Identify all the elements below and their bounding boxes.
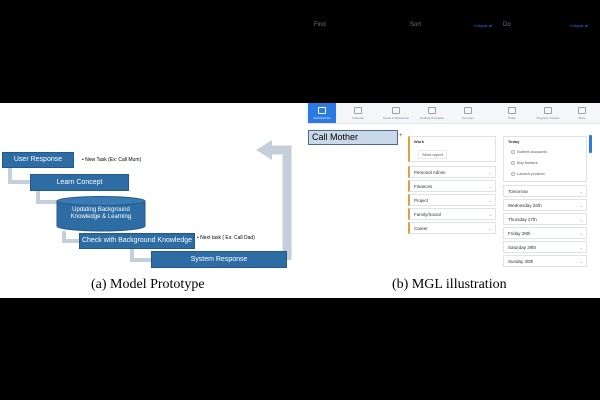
do-day-friday[interactable]: Friday 28th⌄ bbox=[503, 227, 587, 239]
sort-work-subitem[interactable]: Send report bbox=[418, 150, 447, 159]
nav-compare[interactable]: Compare bbox=[454, 103, 482, 123]
caption-right: (b) MGL illustration bbox=[392, 277, 507, 292]
nav-icon bbox=[318, 107, 326, 114]
updating-knowledge-cylinder bbox=[56, 196, 146, 232]
check-knowledge-box: Check with Background Knowledge bbox=[79, 233, 195, 249]
nav-calendar[interactable]: Calendar bbox=[344, 103, 372, 123]
nav-principles[interactable]: Guiding Principles bbox=[418, 103, 446, 123]
task-checkbox[interactable] bbox=[511, 161, 515, 165]
system-response-box: System Response bbox=[151, 251, 287, 268]
do-today-card[interactable] bbox=[503, 136, 587, 182]
learn-concept-box: Learn Concept bbox=[30, 174, 129, 191]
compare-icon bbox=[464, 107, 472, 114]
column-sort: Sort bbox=[410, 22, 422, 28]
sort-item-finances[interactable]: Finances⌄ bbox=[408, 180, 496, 192]
pulse-icon bbox=[508, 107, 516, 114]
task-checkbox[interactable] bbox=[511, 150, 515, 154]
principles-icon bbox=[428, 107, 436, 114]
do-day-sunday[interactable]: Sunday 30th⌄ bbox=[503, 255, 587, 267]
do-today-item[interactable]: Launch product bbox=[517, 171, 545, 176]
sort-item-career[interactable]: Career⌄ bbox=[408, 222, 496, 234]
chevron-down-icon: ⌄ bbox=[579, 203, 583, 208]
sort-item-project[interactable]: Project⌄ bbox=[408, 194, 496, 206]
task-checkbox[interactable] bbox=[511, 172, 515, 176]
chevron-down-icon: ⌄ bbox=[488, 226, 492, 231]
do-day-tomorrow[interactable]: Tomorrow⌄ bbox=[503, 185, 587, 197]
nav-bar: Find Sort Do Calendar Goals & Milestones… bbox=[306, 103, 600, 124]
progress-icon bbox=[544, 107, 552, 114]
nav-find-sort-do[interactable]: Find Sort Do bbox=[308, 103, 336, 123]
do-day-thursday[interactable]: Thursday 27th⌄ bbox=[503, 213, 587, 225]
do-today-label: Today bbox=[508, 139, 520, 144]
caption-left: (a) Model Prototype bbox=[91, 277, 205, 292]
nav-goals[interactable]: Goals & Milestones bbox=[382, 103, 410, 123]
chevron-down-icon: ⌄ bbox=[488, 184, 492, 189]
next-task-note: • Next task ( Ex: Call Dad) bbox=[197, 235, 255, 241]
nav-more[interactable]: More bbox=[568, 103, 596, 123]
do-today-item[interactable]: Submit accounts bbox=[517, 149, 547, 154]
chevron-down-icon: ⌄ bbox=[579, 231, 583, 236]
sort-collapse-all[interactable]: Collapse all bbox=[474, 24, 493, 28]
do-scrollbar[interactable] bbox=[589, 135, 592, 153]
chevron-down-icon: ⌄ bbox=[579, 189, 583, 194]
do-collapse-all[interactable]: Collapse all bbox=[570, 24, 589, 28]
do-day-wednesday[interactable]: Wednesday 26th⌄ bbox=[503, 199, 587, 211]
more-icon bbox=[578, 107, 586, 114]
chevron-down-icon: ⌄ bbox=[579, 259, 583, 264]
column-do: Do bbox=[503, 22, 511, 28]
calendar-icon bbox=[354, 107, 362, 114]
new-task-note: • New Task (Ex: Call Mum) bbox=[82, 157, 142, 163]
column-find: Find bbox=[314, 22, 326, 28]
return-arrowhead bbox=[256, 140, 272, 160]
do-today-item[interactable]: Buy flowers bbox=[517, 160, 538, 165]
find-input[interactable]: Call Mother bbox=[308, 130, 398, 145]
nav-progress[interactable]: Progress Tracker bbox=[534, 103, 562, 123]
find-arrow-icon: + bbox=[399, 133, 403, 139]
updating-knowledge-label: Updating Background Knowledge & Learning bbox=[70, 207, 132, 220]
user-response-box: User Response bbox=[2, 152, 74, 168]
chevron-down-icon: ⌄ bbox=[488, 212, 492, 217]
nav-pulse[interactable]: Pulse bbox=[498, 103, 526, 123]
chevron-down-icon: ⌄ bbox=[488, 198, 492, 203]
chevron-down-icon: ⌄ bbox=[488, 170, 492, 175]
sort-item-personal-admin[interactable]: Personal Admin⌄ bbox=[408, 166, 496, 178]
do-day-saturday[interactable]: Saturday 29th⌄ bbox=[503, 241, 587, 253]
goals-icon bbox=[392, 107, 400, 114]
sort-item-family-social[interactable]: Family/Social⌄ bbox=[408, 208, 496, 220]
chevron-down-icon: ⌄ bbox=[579, 245, 583, 250]
chevron-down-icon: ⌄ bbox=[579, 217, 583, 222]
sort-work-card[interactable] bbox=[408, 136, 496, 162]
sort-work-label: Work bbox=[414, 139, 424, 144]
